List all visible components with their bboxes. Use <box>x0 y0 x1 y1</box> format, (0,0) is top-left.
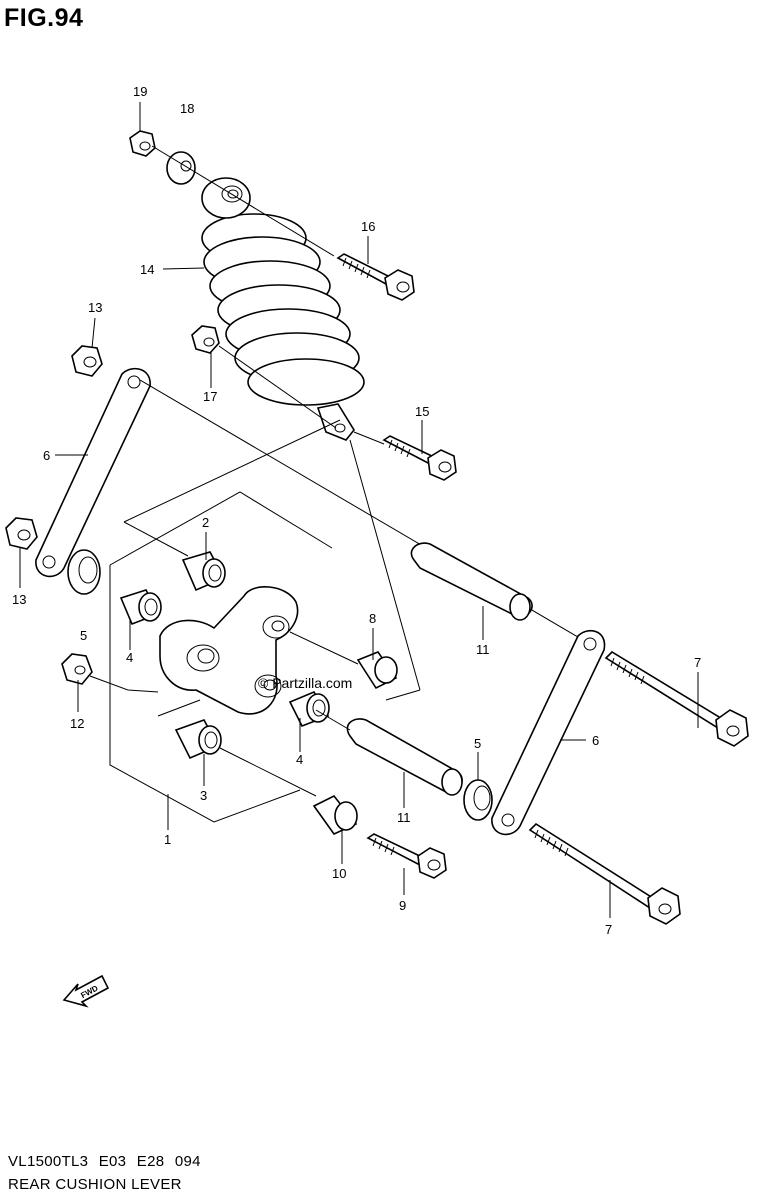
callout-6-left: 6 <box>43 448 50 463</box>
bolt-7-lower <box>528 822 681 925</box>
washer-18 <box>166 151 196 185</box>
callout-5-left: 5 <box>80 628 87 643</box>
dust-seal-left <box>67 549 101 595</box>
callout-11-upper: 11 <box>476 642 490 657</box>
callout-2: 2 <box>202 515 209 530</box>
bolt-16 <box>336 253 415 301</box>
bolt-15 <box>353 431 457 481</box>
bolt-7-upper <box>604 650 749 747</box>
figure-title: FIG.94 <box>4 4 84 32</box>
callout-6-right: 6 <box>592 733 599 748</box>
spacer-8 <box>356 651 398 690</box>
cushion-rod-6-left <box>35 367 151 578</box>
callout-14: 14 <box>140 262 154 277</box>
shock-absorber-14 <box>201 177 365 441</box>
callout-7-lower: 7 <box>605 922 612 937</box>
bolt-9 <box>366 833 447 879</box>
callout-16: 16 <box>361 219 375 234</box>
forward-direction-arrow: FWD <box>62 974 110 1008</box>
collar-11-upper <box>410 542 533 621</box>
nut-13-upper <box>71 345 103 377</box>
shock-upper-eye <box>201 177 251 219</box>
nut-12 <box>61 653 93 685</box>
spacer-10 <box>312 794 358 836</box>
callout-7-upper: 7 <box>694 655 701 670</box>
cushion-lever-1 <box>159 586 299 715</box>
callout-15: 15 <box>415 404 429 419</box>
nut-13-lower <box>5 517 38 550</box>
spring-coils <box>201 213 365 406</box>
callout-13-lower: 13 <box>12 592 26 607</box>
callout-1: 1 <box>164 832 171 847</box>
cushion-rod-6-right <box>491 629 606 836</box>
nut-17 <box>191 325 220 354</box>
bearing-4-left <box>119 589 162 626</box>
bearing-2 <box>181 551 226 592</box>
callout-4-right: 4 <box>296 752 303 767</box>
figure-caption: REAR CUSHION LEVER <box>8 1176 182 1193</box>
callout-11-lower: 11 <box>397 810 411 825</box>
callout-17: 17 <box>203 389 217 404</box>
model-code-line: VL1500TL3 E03 E28 094 <box>8 1153 201 1170</box>
callout-3: 3 <box>200 788 207 803</box>
callout-13-upper: 13 <box>88 300 102 315</box>
bearing-4-right <box>288 690 330 728</box>
callout-10: 10 <box>332 866 346 881</box>
callout-numbers: 19 18 16 14 13 17 15 6 2 13 5 4 8 11 7 1… <box>12 84 701 937</box>
callout-19: 19 <box>133 84 147 99</box>
bearing-3 <box>174 719 222 760</box>
callout-9: 9 <box>399 898 406 913</box>
watermark: © Partzilla.com <box>258 675 352 691</box>
callout-leaders <box>19 102 699 918</box>
callout-4-left: 4 <box>126 650 133 665</box>
callout-12: 12 <box>70 716 84 731</box>
nut-19 <box>129 130 156 157</box>
callout-5-right: 5 <box>474 736 481 751</box>
collar-11-lower <box>346 718 463 796</box>
washer-5-right <box>463 779 493 821</box>
callout-18: 18 <box>180 101 194 116</box>
callout-8: 8 <box>369 611 376 626</box>
